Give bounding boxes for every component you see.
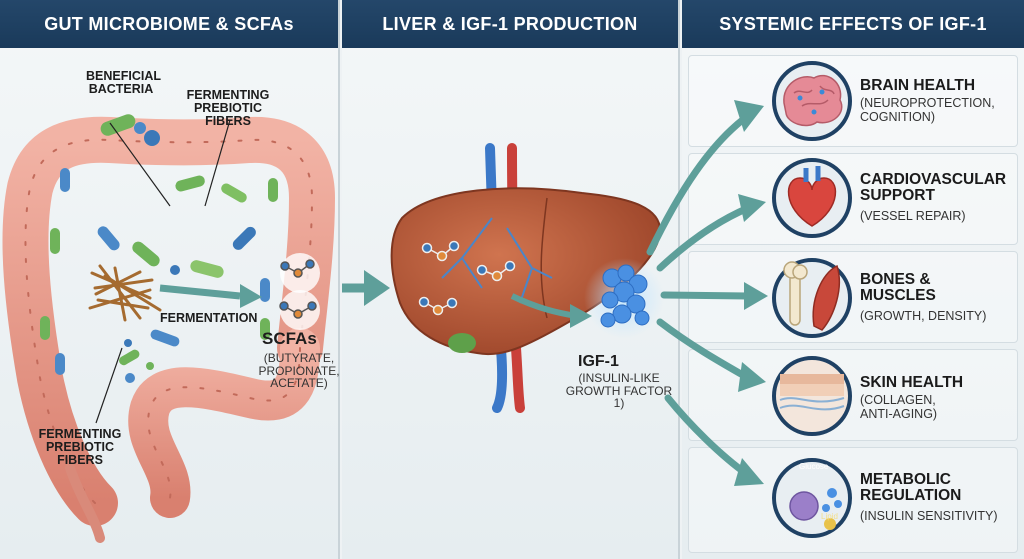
effect-icons [772,61,852,538]
effect-sub-bones: (GROWTH, DENSITY) [860,309,986,323]
label-line: PREBIOTIC [193,101,263,116]
igf-molecule [600,264,650,328]
label-line: BONES & [860,271,931,288]
label-line: BENEFICIAL [86,69,161,83]
bacteria-group [40,114,278,383]
label-line: REGULATION [860,487,962,505]
effect-title-skin: SKIN HEALTH [860,374,964,391]
fermenting-fibers-bottom-label: FERMENTING PREBIOTIC FIBERS [30,427,130,468]
label-line: METABOLIC [860,471,951,488]
label-line: (GROWTH, DENSITY) [860,309,987,323]
effect-sub-metabolic: (INSULIN SENSITIVITY) [860,509,998,523]
label-line: ANTI-AGING) [860,407,938,422]
lipid-label: Lipid [821,512,838,521]
scfas-title: SCFAs [262,329,317,348]
label-line: FIBERS [205,114,251,129]
effect-sub-skin: (COLLAGEN,ANTI-AGING) [860,393,937,422]
fermentation-arrow [159,284,241,300]
fermenting-fibers-top-label: FERMENTING PREBIOTIC FIBERS [178,88,278,129]
liver-panel-header: LIVER & IGF-1 PRODUCTION [342,0,678,48]
fermentation-label: FERMENTATION [160,311,258,325]
effects-panel: SYSTEMIC EFFECTS OF IGF-1 [682,0,1024,559]
label-line: FIBERS [57,453,103,468]
effect-sub-brain: (NEUROPROTECTION,COGNITION) [860,96,995,125]
gut-panel-header: GUT MICROBIOME & SCFAs [0,0,338,48]
scfa-molecules [279,253,320,330]
label-line: FERMENTING [186,88,270,102]
label-line: COGNITION) [860,110,935,125]
label-line: MUSCLES [860,287,936,305]
label-line: (INSULIN SENSITIVITY) [860,509,998,523]
igf-subtitle: (INSULIN-LIKE GROWTH FACTOR 1) [560,372,678,410]
label-line: GROWTH FACTOR 1) [565,383,673,411]
label-line: (NEUROPROTECTION, [860,96,995,110]
label-line: BRAIN HEALTH [860,77,976,94]
glucose-label: Glucose [799,462,829,471]
label-line: (BUTYRATE, [263,351,335,365]
effect-sub-cardio: (VESSEL REPAIR) [860,209,966,223]
effect-title-bones: BONES &MUSCLES [860,271,936,305]
label-line: FERMENTING [38,427,122,441]
gut-panel: GUT MICROBIOME & SCFAs [0,0,340,559]
label-line: SUPPORT [860,187,935,205]
scfas-subtitle: (BUTYRATE, PROPIONATE, ACETATE) [258,352,340,390]
intestine-illustration [2,114,336,543]
label-line: ACETATE) [270,376,328,391]
effect-title-brain: BRAIN HEALTH [860,77,976,94]
label-line: PROPIONATE, [258,363,340,378]
label-line: PREBIOTIC [45,440,115,455]
liver-panel: LIVER & IGF-1 PRODUCTION [342,0,680,559]
label-line: BACTERIA [88,82,154,97]
label-line: (INSULIN-LIKE [578,371,660,385]
label-line: CARDIOVASCULAR [860,171,1007,188]
liver-illustration [342,143,664,413]
beneficial-bacteria-label: BENEFICIAL BACTERIA [86,69,161,97]
igf-title: IGF-1 [578,353,619,370]
liver-molecules [418,240,516,316]
label-line: SKIN HEALTH [860,374,964,391]
label-line: (VESSEL REPAIR) [860,209,966,223]
effects-panel-header: SYSTEMIC EFFECTS OF IGF-1 [682,0,1024,48]
label-line: (COLLAGEN, [860,393,936,407]
fiber-bundle [88,264,162,322]
